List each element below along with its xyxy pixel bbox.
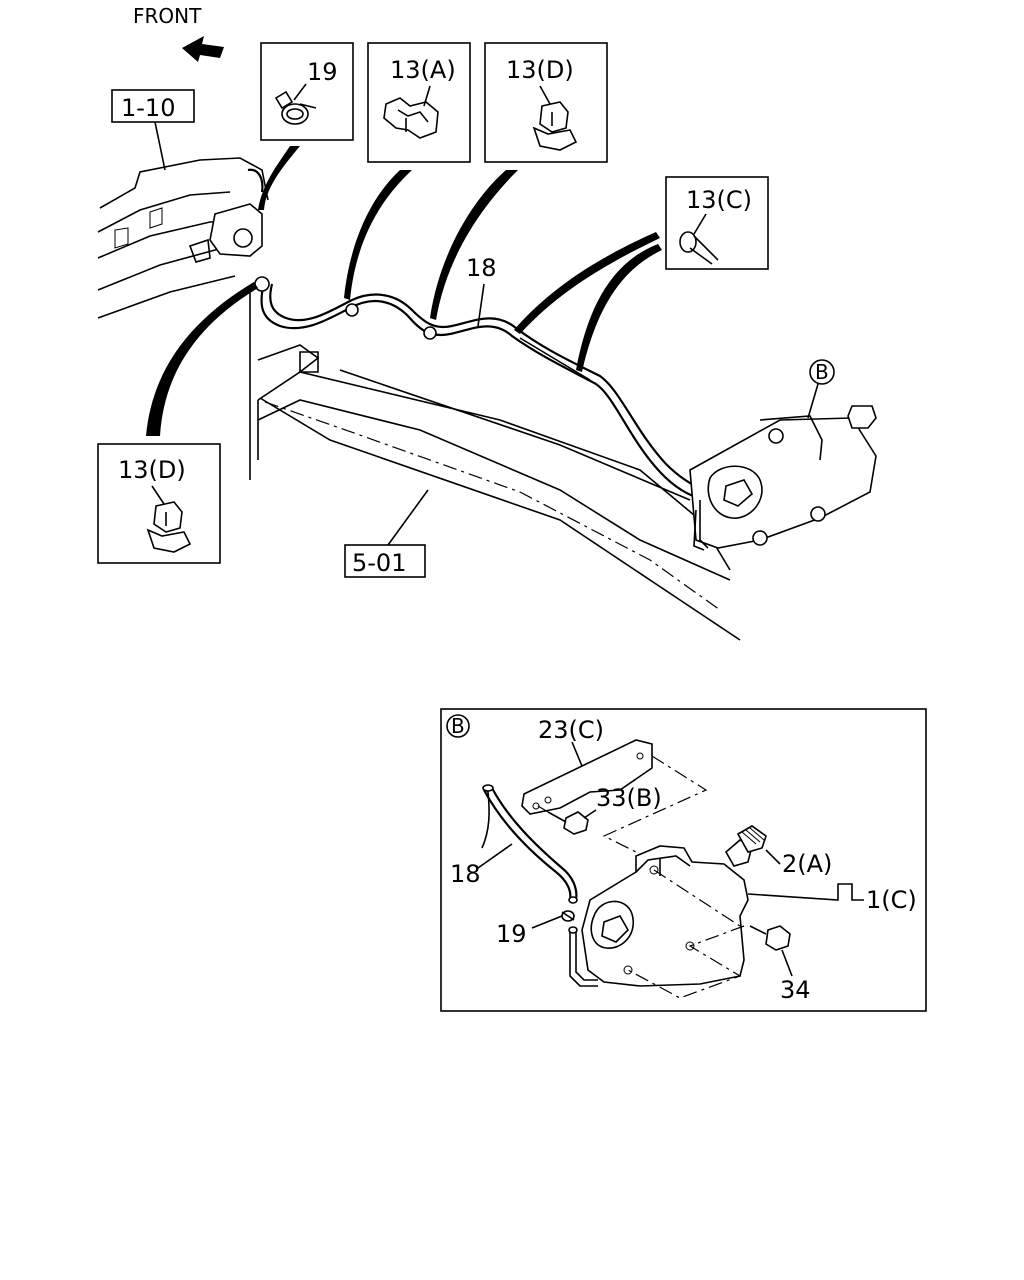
clip-13a-icon — [383, 97, 439, 139]
front-arrow-icon — [182, 36, 224, 62]
bracket-23c — [521, 739, 653, 815]
dash-33b — [537, 805, 549, 813]
callout-23c: 23(C) — [538, 716, 604, 744]
callout-18-main: 18 — [466, 254, 497, 282]
callout-34: 34 — [780, 976, 811, 1004]
clip-13c-icon — [679, 231, 719, 265]
leader-19-detail — [531, 915, 563, 929]
clamp-19-detail — [561, 910, 575, 922]
callout-13d-left: 13(D) — [118, 456, 186, 484]
leader-1c — [747, 883, 864, 901]
reservoir-tank-1c — [568, 845, 749, 987]
detail-box-13d-top[interactable]: 13(D) — [484, 42, 608, 163]
detail-b-marker-main-label: B — [815, 360, 829, 384]
leader-2a — [765, 849, 781, 865]
reservoir-tank-main — [689, 405, 877, 551]
callout-19-top: 19 — [307, 58, 338, 86]
clip-13d-top-icon — [532, 101, 578, 151]
callout-18-leader — [477, 283, 485, 327]
ref-1-10-label: 1-10 — [121, 94, 175, 122]
ref-box-5-01[interactable]: 5-01 — [344, 544, 426, 578]
bolt-33b — [547, 811, 589, 835]
detail-box-13a[interactable]: 13(A) — [367, 42, 471, 163]
front-label: FRONT — [133, 4, 202, 28]
detail-box-19[interactable]: 19 — [260, 42, 354, 141]
detail-box-13d-left[interactable]: 13(D) — [97, 443, 221, 564]
detail-b-leader-main — [807, 383, 819, 419]
detail-b-marker-main[interactable]: B — [809, 359, 835, 385]
clip-13d-left-icon — [146, 501, 192, 553]
detail-b-marker: B — [446, 714, 470, 738]
callout-13a-top: 13(A) — [390, 56, 456, 84]
wedge-13a — [344, 170, 412, 300]
cap-2a — [724, 825, 767, 867]
dash-mount-upper — [653, 869, 741, 927]
callout-2a: 2(A) — [782, 850, 832, 878]
ref-1-10-leader — [154, 121, 166, 171]
hose-18-detail — [481, 784, 578, 904]
callout-18-detail: 18 — [450, 860, 481, 888]
wedge-13c-b — [576, 244, 662, 372]
callout-19-detail: 19 — [496, 920, 527, 948]
leader-18-detail — [477, 843, 513, 869]
wedge-19 — [258, 146, 300, 210]
front-radiator-assembly — [97, 157, 269, 319]
callout-13c: 13(C) — [686, 186, 752, 214]
leader-34 — [781, 949, 793, 977]
callout-1c: 1(C) — [866, 886, 917, 914]
hose-18-route — [254, 276, 705, 500]
wedge-13d-top — [430, 170, 518, 320]
callout-13d-top: 13(D) — [506, 56, 574, 84]
ref-5-01-leader — [387, 489, 429, 546]
bolt-34 — [749, 925, 791, 951]
wedge-13c-a — [514, 232, 660, 334]
hose-clamp-19-icon — [274, 90, 317, 125]
dash-23c — [602, 755, 708, 853]
callout-33b: 33(B) — [596, 784, 662, 812]
frame-rail — [249, 290, 741, 641]
ref-box-1-10[interactable]: 1-10 — [111, 89, 195, 123]
dash-mount-lower — [627, 925, 745, 999]
detail-box-13c[interactable]: 13(C) — [665, 176, 769, 270]
wedge-13d-left — [146, 282, 258, 436]
detail-b-marker-label: B — [451, 714, 465, 738]
ref-5-01-label: 5-01 — [352, 549, 406, 577]
leader-23c — [571, 741, 583, 767]
detail-b-panel: B 23(C) 33(B) 18 — [440, 708, 927, 1012]
leader-33b — [583, 809, 597, 819]
